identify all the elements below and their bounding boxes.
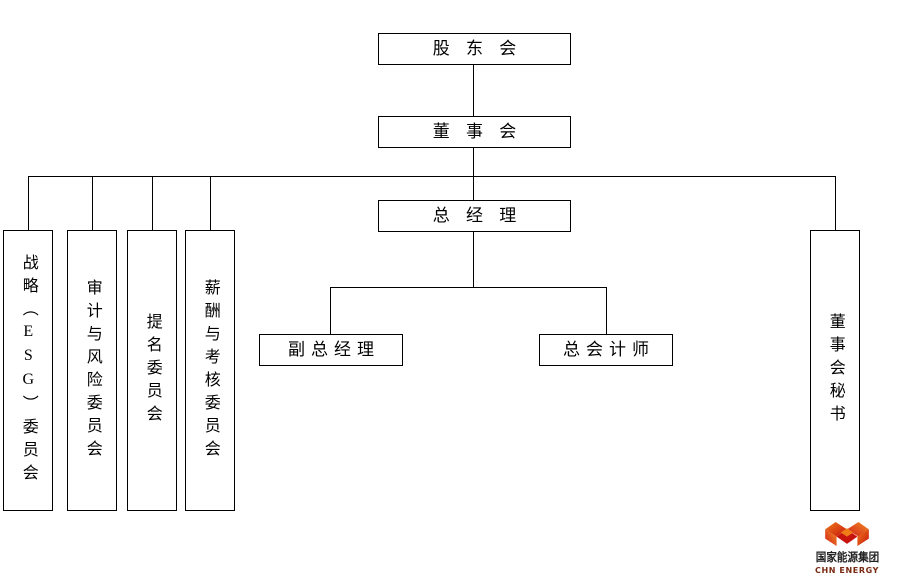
connector-bus-to-general-manager <box>473 176 475 200</box>
node-label: 股 东 会 <box>432 38 523 58</box>
company-logo: 国家能源集团 CHN ENERGY <box>800 521 894 577</box>
connector-bus-horizontal <box>28 176 836 178</box>
logo-company-name-cn: 国家能源集团 <box>815 550 879 564</box>
node-nomination-committee[interactable]: 提名委员会 <box>127 230 177 511</box>
node-audit-risk-committee[interactable]: 审计与风险委员会 <box>67 230 117 511</box>
connector-bus-to-nomination-committee <box>152 176 154 230</box>
node-label: 薪酬与考核委员会 <box>201 278 219 463</box>
connector-branch-to-chief-accountant <box>606 287 608 334</box>
chn-energy-emblem-icon <box>825 522 869 546</box>
connector-bus-to-audit-committee <box>92 176 94 230</box>
node-label: 董 事 会 <box>432 121 523 141</box>
connector-bus-to-board-secretary <box>835 176 837 230</box>
node-label: 提名委员会 <box>143 313 161 428</box>
node-label: 总会计师 <box>563 339 655 359</box>
node-general-manager[interactable]: 总 经 理 <box>378 200 571 232</box>
connector-branch-to-deputy-gm <box>330 287 332 334</box>
connector-board-to-bus <box>473 147 475 176</box>
node-board-of-directors[interactable]: 董 事 会 <box>378 116 571 148</box>
node-remuneration-appraisal-committee[interactable]: 薪酬与考核委员会 <box>185 230 235 511</box>
connector-general-manager-to-branch <box>473 231 475 288</box>
node-label: 副总经理 <box>288 339 380 359</box>
node-deputy-general-manager[interactable]: 副总经理 <box>259 334 403 366</box>
node-shareholders-meeting[interactable]: 股 东 会 <box>378 33 571 65</box>
connector-shareholders-to-board <box>473 64 475 116</box>
connector-bus-to-remuneration-committee <box>210 176 212 230</box>
node-strategy-esg-committee[interactable]: 战略（ESG）委员会 <box>3 230 53 511</box>
node-label: 战略（ESG）委员会 <box>19 254 37 487</box>
node-label: 董事会秘书 <box>826 313 844 428</box>
connector-bus-to-strategy-committee <box>28 176 30 230</box>
node-label: 总 经 理 <box>432 205 523 225</box>
node-chief-accountant[interactable]: 总会计师 <box>539 334 673 366</box>
node-board-secretary[interactable]: 董事会秘书 <box>810 230 860 511</box>
node-label: 审计与风险委员会 <box>83 278 101 463</box>
connector-branch-horizontal <box>330 287 607 289</box>
logo-company-name-en: CHN ENERGY <box>814 566 879 575</box>
